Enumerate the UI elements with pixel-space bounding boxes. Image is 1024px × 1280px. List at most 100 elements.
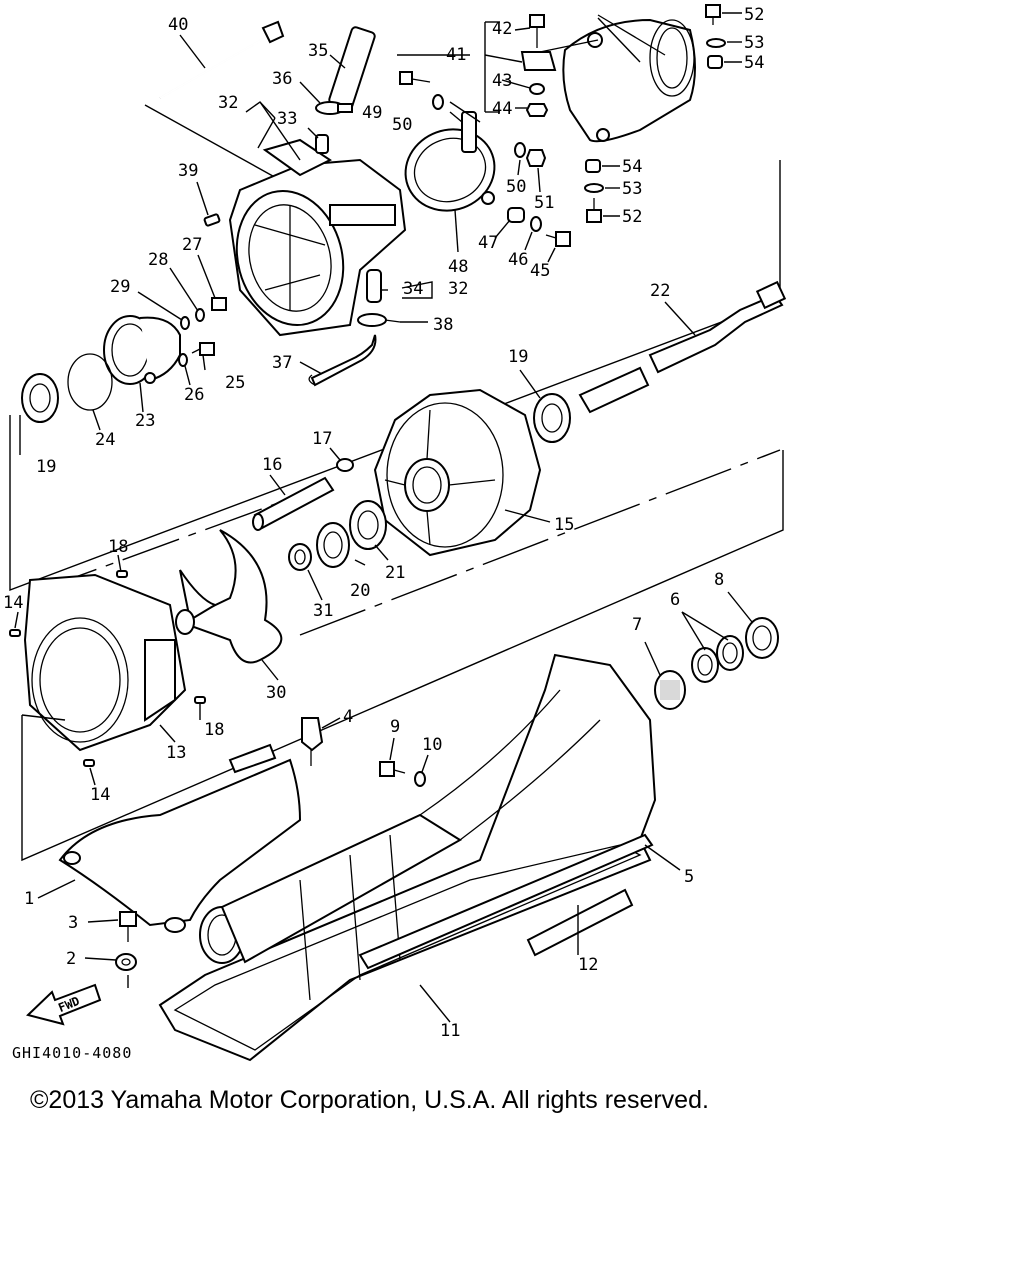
part-47-collar — [507, 207, 525, 223]
part-19-bearing-left — [21, 373, 59, 423]
part-45-bolt — [545, 231, 571, 247]
part-51-nut — [525, 149, 547, 167]
callout-32-b: 32 — [448, 279, 468, 299]
part-54-bushing-top — [707, 55, 723, 69]
callout-9: 9 — [390, 717, 400, 737]
part-50-washer-b — [514, 142, 526, 158]
callout-4: 4 — [343, 707, 353, 727]
part-8-cap — [745, 617, 779, 659]
part-43-washer — [529, 83, 545, 95]
callout-14-a: 14 — [3, 593, 23, 613]
part-35-tube — [328, 26, 376, 110]
part-53-washer-top — [706, 38, 726, 48]
part-44-nut — [525, 103, 549, 117]
callout-18-a: 18 — [108, 537, 128, 557]
part-53-washer-bottom — [584, 183, 604, 193]
callout-8: 8 — [714, 570, 724, 590]
part-42-bolt — [529, 14, 545, 48]
callout-53-bottom: 53 — [622, 179, 642, 199]
callout-52-bottom: 52 — [622, 207, 642, 227]
callout-38: 38 — [433, 315, 453, 335]
part-5-plate — [358, 833, 654, 970]
callout-49: 49 — [362, 103, 382, 123]
part-21-bearing — [349, 500, 387, 550]
callout-1: 1 — [24, 889, 34, 909]
callout-23: 23 — [135, 411, 155, 431]
callout-44: 44 — [492, 99, 512, 119]
callout-27: 27 — [182, 235, 202, 255]
callout-15: 15 — [554, 515, 574, 535]
part-6-seal-b — [691, 647, 719, 683]
callout-36: 36 — [272, 69, 292, 89]
callout-16: 16 — [262, 455, 282, 475]
callout-21: 21 — [385, 563, 405, 583]
part-18-pin-b — [194, 696, 206, 704]
callout-6: 6 — [670, 590, 680, 610]
part-17-clip — [336, 458, 354, 472]
part-52-bolt-top — [705, 4, 721, 25]
part-19-bearing-right — [533, 393, 571, 443]
callout-19-left: 19 — [36, 457, 56, 477]
part-12-strip — [526, 888, 634, 957]
callout-19-right: 19 — [508, 347, 528, 367]
callout-18-b: 18 — [204, 720, 224, 740]
callout-25: 25 — [225, 373, 245, 393]
part-22-drive-shaft — [648, 280, 787, 374]
callout-29: 29 — [110, 277, 130, 297]
part-4-fitting — [301, 717, 324, 766]
part-32-nozzle-housing — [228, 138, 407, 337]
part-38-clamp — [357, 313, 401, 327]
part-48-ring-bracket — [404, 111, 496, 212]
part-40-long-bolt — [159, 20, 285, 99]
part-54-bushing-bottom — [585, 159, 601, 173]
callout-labels: 40 35 36 32 33 39 27 28 29 25 26 23 24 1… — [3, 5, 764, 1041]
part-52-bolt-bottom — [586, 198, 602, 223]
part-28-washer — [195, 308, 205, 322]
callout-12: 12 — [578, 955, 598, 975]
callout-43: 43 — [492, 71, 512, 91]
callout-20: 20 — [350, 581, 370, 601]
callout-5: 5 — [684, 867, 694, 887]
callout-54-bottom: 54 — [622, 157, 642, 177]
part-27-bolt — [211, 297, 227, 311]
part-26-washer — [178, 353, 188, 367]
part-shaft-spline — [578, 366, 650, 414]
callout-10: 10 — [422, 735, 442, 755]
callout-13: 13 — [166, 743, 186, 763]
part-24-o-ring — [67, 353, 113, 411]
part-36-clamp — [315, 101, 353, 115]
copyright-notice: ©2013 Yamaha Motor Corporation, U.S.A. A… — [30, 1086, 709, 1114]
part-41-bracket — [520, 51, 557, 71]
callout-46: 46 — [508, 250, 528, 270]
callout-2: 2 — [66, 949, 76, 969]
part-18-pin-a — [116, 570, 128, 578]
callout-24: 24 — [95, 430, 115, 450]
part-37-hose — [308, 334, 377, 387]
callout-30: 30 — [266, 683, 286, 703]
callout-33: 33 — [277, 109, 297, 129]
callout-52-top: 52 — [744, 5, 764, 25]
part-1-tunnel-cover — [58, 743, 302, 933]
part-15-impeller-housing — [373, 388, 542, 557]
callout-40: 40 — [168, 15, 188, 35]
callout-34: 34 — [403, 279, 423, 299]
callout-31: 31 — [313, 601, 333, 621]
part-20-seal — [316, 522, 350, 568]
callout-28: 28 — [148, 250, 168, 270]
part-25-bolt — [191, 342, 215, 356]
part-30-impeller — [175, 529, 283, 664]
part-33-fitting — [315, 134, 329, 154]
callout-32: 32 — [218, 93, 238, 113]
part-2-grommet — [115, 953, 137, 971]
callout-7: 7 — [632, 615, 642, 635]
callout-26: 26 — [184, 385, 204, 405]
part-31-washer — [288, 543, 312, 571]
callout-53-top: 53 — [744, 33, 764, 53]
callout-54-top: 54 — [744, 53, 764, 73]
part-9-bolt — [379, 761, 406, 777]
callout-11: 11 — [440, 1021, 460, 1041]
part-49-bolt — [399, 71, 431, 85]
main-pump-housing — [158, 653, 657, 1062]
part-3-bolt — [119, 911, 137, 942]
jet-pump-exploded-diagram: FWD — [3, 4, 787, 1062]
